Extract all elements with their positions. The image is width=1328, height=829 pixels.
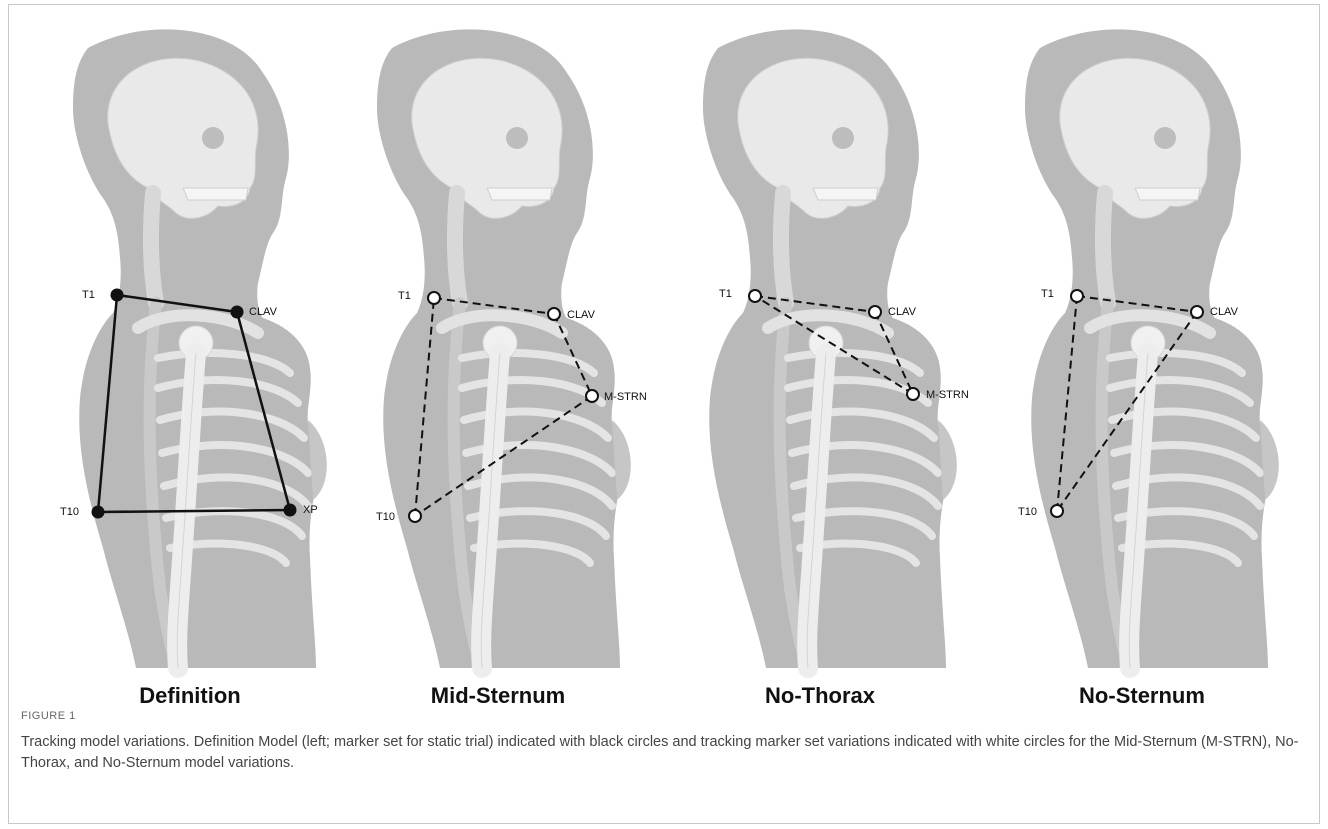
marker-clav bbox=[1191, 306, 1203, 318]
marker-label-xp: XP bbox=[303, 504, 318, 516]
marker-clav bbox=[548, 308, 560, 320]
marker-label-t1: T1 bbox=[719, 288, 732, 300]
marker-clav bbox=[869, 306, 881, 318]
marker-label-t1: T1 bbox=[1041, 288, 1054, 300]
marker-t1 bbox=[1071, 290, 1083, 302]
marker-label-clav: CLAV bbox=[567, 309, 596, 321]
figure-label: FIGURE 1 bbox=[21, 710, 76, 722]
marker-label-clav: CLAV bbox=[249, 306, 278, 318]
marker-t10 bbox=[1051, 505, 1063, 517]
panel-title-no-thorax: No-Thorax bbox=[700, 683, 940, 709]
marker-label-clav: CLAV bbox=[888, 306, 917, 318]
marker-label-t1: T1 bbox=[82, 289, 95, 301]
marker-label-m-strn: M-STRN bbox=[926, 389, 969, 401]
marker-xp bbox=[284, 504, 297, 517]
marker-t1 bbox=[749, 290, 761, 302]
marker-label-m-strn: M-STRN bbox=[604, 391, 647, 403]
marker-clav bbox=[231, 306, 244, 319]
marker-m-strn bbox=[586, 390, 598, 402]
marker-label-t10: T10 bbox=[376, 511, 395, 523]
marker-t1 bbox=[111, 289, 124, 302]
marker-m-strn bbox=[907, 388, 919, 400]
panel-title-no-sternum: No-Sternum bbox=[1022, 683, 1262, 709]
marker-label-t1: T1 bbox=[398, 290, 411, 302]
marker-label-t10: T10 bbox=[1018, 506, 1037, 518]
panel-title-definition: Definition bbox=[70, 683, 310, 709]
marker-t1 bbox=[428, 292, 440, 304]
marker-label-clav: CLAV bbox=[1210, 306, 1239, 318]
marker-label-t10: T10 bbox=[60, 506, 79, 518]
figure-caption: Tracking model variations. Definition Mo… bbox=[21, 732, 1306, 774]
panel-title-mid-sternum: Mid-Sternum bbox=[378, 683, 618, 709]
marker-t10 bbox=[409, 510, 421, 522]
marker-t10 bbox=[92, 506, 105, 519]
